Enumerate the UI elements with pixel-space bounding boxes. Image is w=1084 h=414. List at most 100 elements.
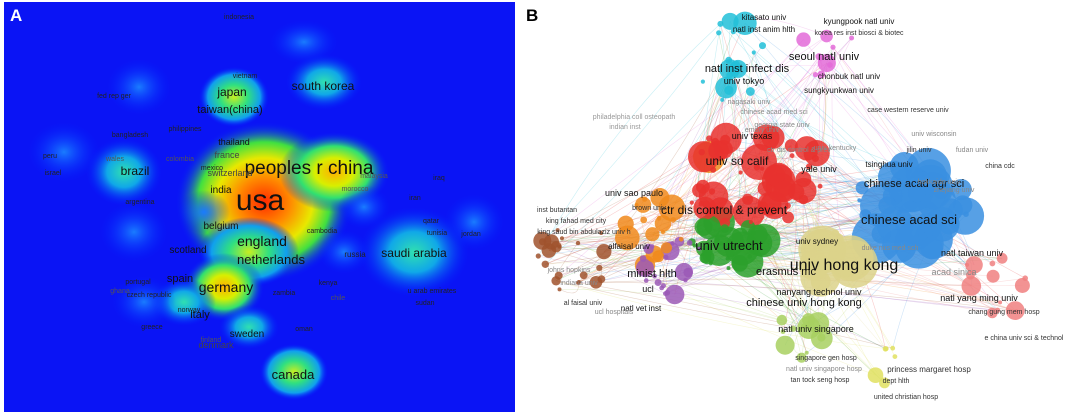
density-blob	[107, 59, 171, 115]
institution-label-natl-taiwan-univ: natl taiwan univ	[941, 248, 1004, 258]
network-node	[663, 291, 668, 296]
network-link	[725, 87, 998, 311]
country-label-ghana: ghana	[110, 288, 130, 295]
network-link	[667, 292, 887, 349]
institution-label-nanyang-technol-univ: nanyang technol univ	[776, 287, 862, 297]
network-link	[701, 151, 1001, 303]
network-node	[746, 87, 755, 96]
density-blob	[199, 67, 269, 127]
institution-label-univ-utrecht: univ utrecht	[695, 238, 763, 253]
institution-label-kyungpook-natl-univ: kyungpook natl univ	[824, 17, 895, 26]
institution-label-duke-nus-med-sch: duke nus med sch	[862, 245, 919, 252]
network-node	[670, 217, 676, 223]
network-node	[732, 60, 740, 68]
network-node	[763, 164, 786, 187]
country-label-peru: peru	[43, 153, 57, 160]
network-node	[731, 255, 748, 272]
network-node	[700, 79, 705, 84]
network-node	[918, 232, 927, 241]
network-node	[796, 352, 807, 363]
network-node	[634, 203, 639, 207]
network-node	[720, 224, 729, 233]
network-node	[726, 71, 734, 79]
network-link	[578, 282, 893, 349]
country-label-spain: spain	[167, 273, 193, 285]
network-link	[542, 32, 719, 243]
network-node	[705, 209, 713, 216]
network-link	[750, 91, 905, 167]
network-link	[658, 74, 731, 257]
network-node	[694, 218, 713, 236]
country-label-netherlands: netherlands	[237, 252, 305, 267]
network-node	[775, 335, 795, 355]
institution-label-univ-texas: univ texas	[732, 131, 773, 141]
network-node	[811, 229, 831, 249]
network-node	[753, 164, 761, 171]
institution-label-natl-inst-infect-dis: natl inst infect dis	[705, 63, 790, 75]
network-node	[776, 314, 788, 326]
network-node	[780, 329, 786, 334]
network-link	[542, 35, 827, 243]
density-blobs	[28, 20, 504, 400]
network-node	[933, 183, 949, 199]
network-node	[557, 287, 562, 292]
institution-label-jilin-univ: jilin univ	[906, 147, 932, 154]
institution-label-ucl-hospitals: ucl hospitals	[595, 309, 634, 316]
network-link	[561, 238, 809, 328]
institution-label-univ-hong-kong: univ hong kong	[790, 257, 899, 274]
network-node	[736, 240, 747, 251]
network-node	[597, 275, 606, 283]
country-label-india: india	[210, 185, 232, 196]
network-node	[820, 29, 833, 43]
network-node	[986, 269, 1000, 283]
network-node	[784, 202, 791, 209]
institution-label-univ-sao-paulo: univ sao paulo	[605, 188, 663, 198]
institution-label-chinese-acad-med-sci: chinese acad med sci	[740, 109, 808, 116]
institution-label-brown-univ: brown univ	[632, 205, 666, 212]
network-node	[720, 97, 725, 102]
institution-label-seoul-natl-univ: seoul natl univ	[789, 51, 860, 63]
network-link	[711, 56, 820, 192]
network-link	[595, 282, 1016, 311]
network-node	[678, 237, 684, 242]
network-node	[757, 181, 772, 196]
country-label-england: england	[237, 233, 287, 249]
network-node	[726, 239, 734, 246]
institution-label-natl-yang-ming-univ: natl yang ming univ	[940, 293, 1018, 303]
country-label-switzerland: switzerland	[207, 168, 252, 178]
network-node	[798, 194, 809, 205]
network-background	[524, 2, 1080, 412]
network-node	[897, 178, 902, 183]
network-node	[871, 224, 891, 244]
network-node	[716, 30, 722, 36]
country-label-indonesia: indonesia	[224, 14, 254, 21]
country-label-zambia: zambia	[273, 290, 296, 297]
institution-label-chinese-acad-sci: chinese acad sci	[861, 212, 957, 227]
network-link	[538, 255, 644, 264]
country-label-thailand: thailand	[218, 137, 250, 147]
network-node	[827, 62, 833, 68]
institution-label-acad-sinica: acad sinica	[931, 267, 976, 277]
network-node	[708, 188, 716, 195]
network-node	[855, 181, 869, 195]
network-link	[659, 39, 804, 198]
institution-label-al-faisal-univ: al faisal univ	[564, 300, 603, 307]
network-node	[1022, 275, 1028, 282]
network-node	[811, 155, 819, 162]
country-label-saudi-arabia: saudi arabia	[381, 246, 447, 260]
network-node	[782, 211, 794, 224]
density-blob	[112, 276, 176, 328]
institution-label-indian-inst: indian inst	[609, 124, 641, 131]
network-node	[996, 252, 1008, 264]
network-node	[994, 307, 1001, 313]
network-node	[747, 254, 752, 259]
network-link	[558, 39, 804, 276]
density-blob	[219, 305, 279, 349]
network-node	[950, 179, 972, 201]
network-node	[599, 231, 604, 235]
density-blob	[270, 20, 338, 64]
network-node	[550, 241, 562, 253]
institution-label-erasmus-mc: erasmus mc	[756, 266, 816, 278]
network-link	[578, 203, 702, 283]
network-node	[759, 42, 766, 50]
